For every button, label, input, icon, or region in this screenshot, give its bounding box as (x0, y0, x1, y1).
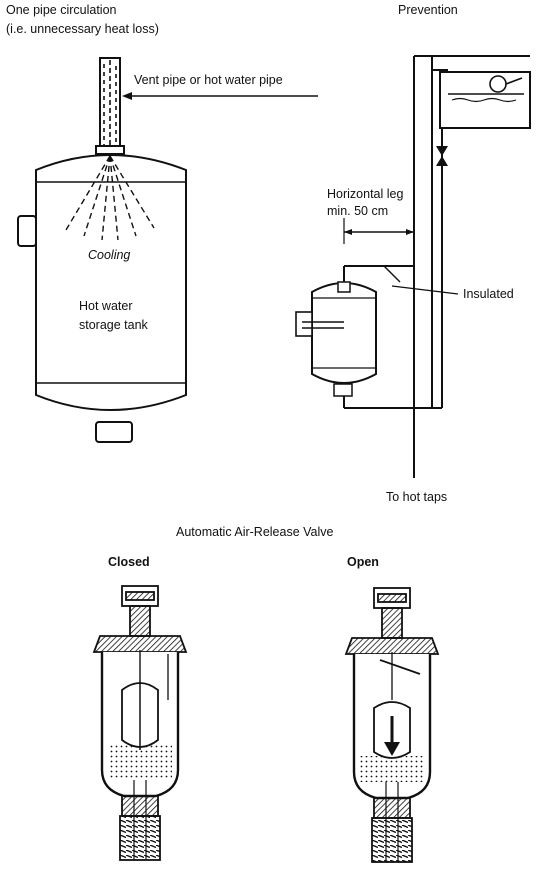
vent-pipe-label: Vent pipe or hot water pipe (134, 73, 283, 87)
closed-label: Closed (108, 555, 150, 569)
horizontal-leg-label-line2: min. 50 cm (327, 204, 389, 218)
tank-label-line1: Hot water (79, 299, 133, 313)
valve-closed (92, 585, 188, 861)
left-title-line2: (i.e. unnecessary heat loss) (6, 22, 159, 36)
small-cylinder (311, 282, 377, 384)
tank-body (35, 154, 187, 411)
valve-open (344, 587, 440, 863)
float-ball (489, 75, 507, 93)
stop-valve (436, 146, 448, 156)
insulated-label: Insulated (463, 287, 514, 301)
left-title-line1: One pipe circulation (6, 3, 117, 17)
storage-tank-left (17, 57, 318, 443)
tank-bottom-connection (95, 421, 133, 443)
hot-taps-label: To hot taps (386, 490, 448, 504)
right-title: Prevention (398, 3, 458, 17)
tank-side-connection (17, 215, 37, 247)
horizontal-leg-label-line1: Horizontal leg (327, 187, 404, 201)
valve-section-title: Automatic Air-Release Valve (176, 525, 334, 539)
open-label: Open (347, 555, 379, 569)
cooling-label: Cooling (88, 248, 131, 262)
prevention-system (295, 55, 531, 478)
tank-label-line2: storage tank (79, 318, 148, 332)
